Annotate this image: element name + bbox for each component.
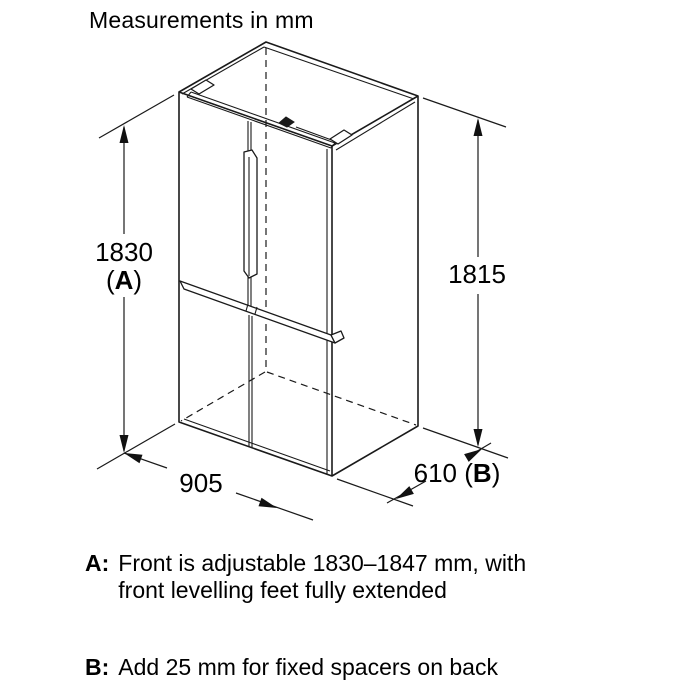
- door-handle: [243, 149, 258, 279]
- arrow-up-icon: [473, 118, 483, 136]
- page-title: Measurements in mm: [89, 7, 314, 33]
- door-gap-wedge: [278, 116, 295, 128]
- label-depth: 610 (B): [413, 458, 501, 488]
- label-front-height-note: (A): [105, 265, 143, 295]
- note-b-prefix: B:: [85, 654, 110, 680]
- dim-depth: [336, 442, 492, 507]
- note-b-body: Add 25 mm for fixed spacers on back: [118, 654, 498, 680]
- label-width: 905: [179, 468, 223, 498]
- dim-front-height: [96, 94, 176, 470]
- arrow-up-right-icon: [464, 449, 482, 462]
- arrow-up-left-icon: [124, 453, 143, 464]
- arrow-down-right-icon: [258, 497, 277, 508]
- label-side-height: 1815: [448, 259, 506, 289]
- arrow-down-icon: [119, 435, 129, 453]
- note-a-prefix: A:: [85, 550, 110, 576]
- arrow-down-icon: [473, 429, 483, 447]
- hinge-cover-left-icon: [190, 79, 215, 95]
- arrow-up-icon: [119, 125, 129, 143]
- dim-width: [123, 452, 314, 521]
- note-a: A: Front is adjustable 1830–1847 mm, wit…: [85, 550, 526, 604]
- note-a-body: Front is adjustable 1830–1847 mm, with f…: [118, 550, 527, 603]
- front-doors: [179, 121, 345, 448]
- arrow-down-left-icon: [396, 486, 414, 499]
- mid-rail: [179, 280, 336, 344]
- note-b: B: Add 25 mm for fixed spacers on back: [85, 654, 498, 681]
- hinge-cover-right-icon: [329, 129, 353, 145]
- dim-side-height: [422, 97, 509, 459]
- label-front-height: 1830: [95, 237, 153, 267]
- cabinet-outline: [178, 41, 419, 477]
- top-details: [186, 79, 353, 149]
